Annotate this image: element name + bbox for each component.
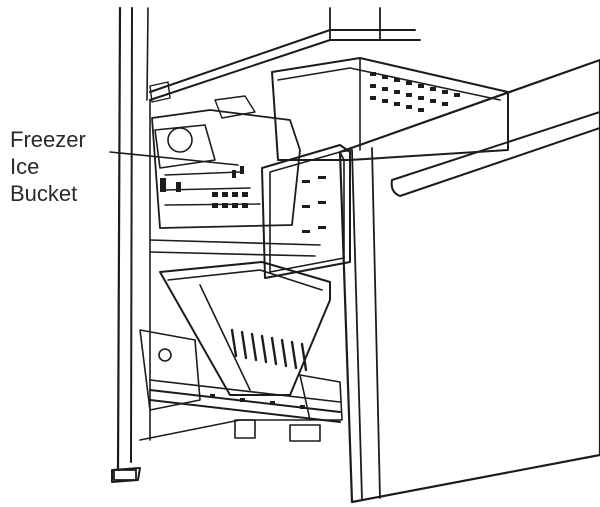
freezer-drawer xyxy=(340,60,600,502)
callout-leader-line xyxy=(110,152,238,165)
freezer-ice-bucket xyxy=(262,145,350,278)
leveling-foot xyxy=(114,470,136,480)
lower-basket-slots xyxy=(232,330,306,370)
drawer-handle xyxy=(392,112,600,196)
upper-basket xyxy=(272,58,508,160)
ice-bucket-slots xyxy=(302,176,326,233)
